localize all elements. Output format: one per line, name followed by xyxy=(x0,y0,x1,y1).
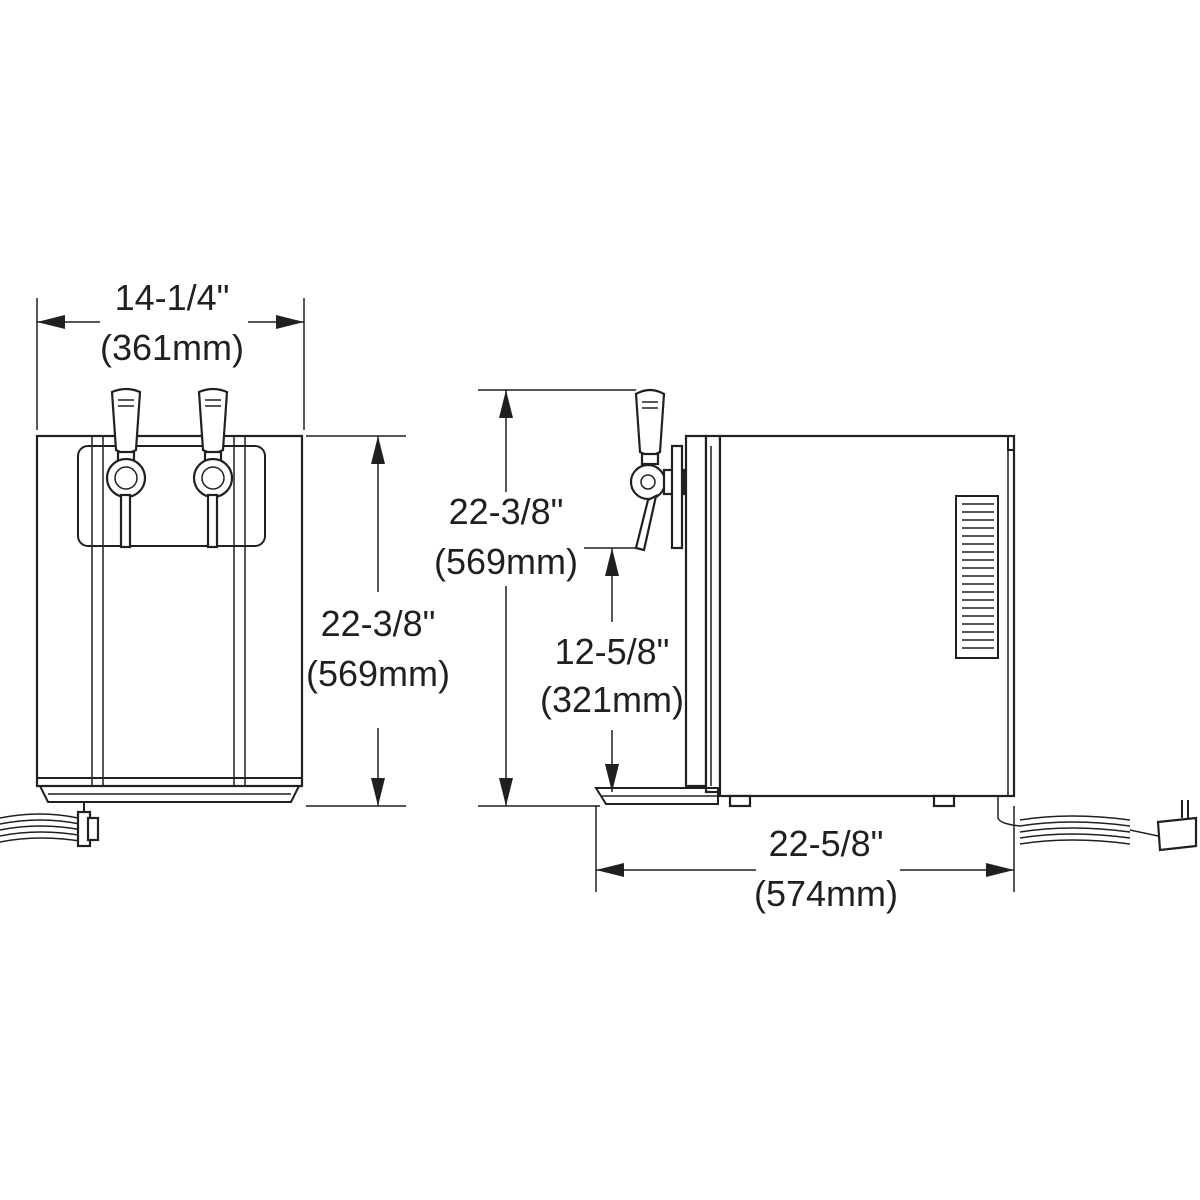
side-drip-tray xyxy=(594,787,719,805)
side-spout-height-inches: 12-5/8" xyxy=(555,631,670,672)
side-spout-height-dimension-line xyxy=(605,548,619,792)
side-spout-height-mm: (321mm) xyxy=(540,679,684,720)
side-tap xyxy=(629,388,686,552)
side-height-mm: (569mm) xyxy=(434,541,578,582)
side-foot-rear xyxy=(932,794,956,808)
front-width-dimension-line xyxy=(37,315,304,329)
front-drip-tray xyxy=(38,785,301,803)
front-height-dimension-line xyxy=(371,436,385,806)
side-view: 22-3/8" (569mm) 12-5/8" (321mm) xyxy=(434,388,1198,914)
front-tap-panel xyxy=(77,445,266,547)
front-height-mm: (569mm) xyxy=(306,653,450,694)
front-tap-left xyxy=(105,387,147,549)
front-view: 14-1/4" (361mm) xyxy=(0,277,450,848)
side-depth-mm: (574mm) xyxy=(754,873,898,914)
side-depth-inches: 22-5/8" xyxy=(769,823,884,864)
front-power-cord xyxy=(0,802,100,848)
side-power-cord xyxy=(997,796,1198,852)
side-height-dimension-line xyxy=(499,390,513,806)
front-height-inches: 22-3/8" xyxy=(321,603,436,644)
front-tap-right xyxy=(192,387,234,549)
front-width-inches: 14-1/4" xyxy=(115,277,230,318)
side-foot-front xyxy=(728,794,752,808)
front-vertical-trim xyxy=(91,436,246,786)
front-width-mm: (361mm) xyxy=(100,327,244,368)
front-cabinet xyxy=(35,434,304,788)
side-front-plate xyxy=(684,434,708,788)
side-front-trim xyxy=(704,434,722,794)
side-height-inches: 22-3/8" xyxy=(449,491,564,532)
side-vent-grille xyxy=(955,495,999,659)
side-depth-dimension-line xyxy=(596,863,1014,877)
